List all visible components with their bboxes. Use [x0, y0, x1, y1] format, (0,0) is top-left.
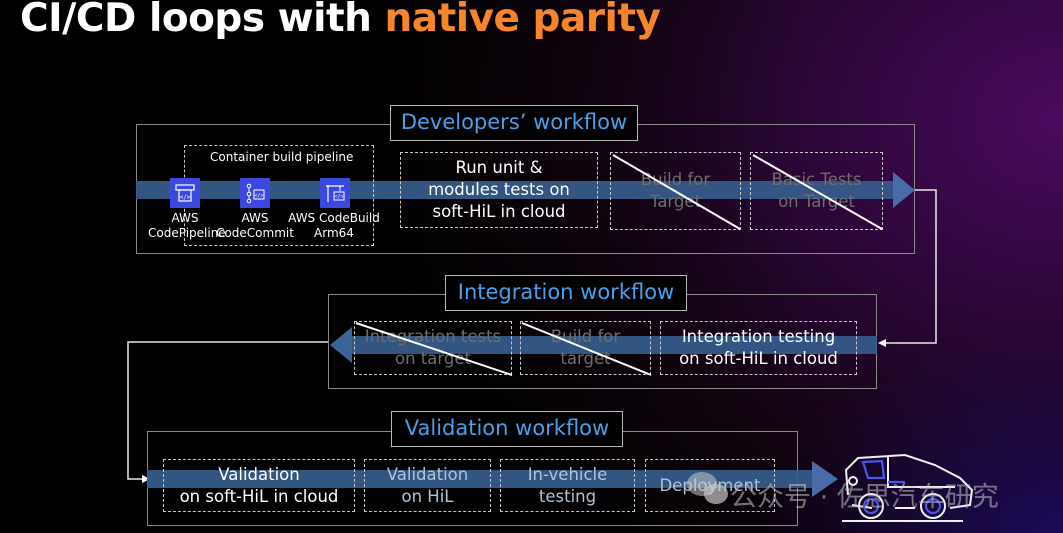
svg-text:</>: </>: [180, 194, 191, 201]
watermark-text: 公众号 · 佐思汽车研究: [730, 482, 999, 513]
svg-text:</>: </>: [254, 193, 263, 199]
title-accent: native parity: [384, 0, 661, 41]
codecommit-icon: </>: [240, 178, 270, 208]
slide-title: CI/CD loops with native parity: [20, 0, 661, 41]
codebuild-icon: </>: [320, 178, 350, 208]
validation-workflow-label: Validation workflow: [391, 411, 623, 447]
integration-workflow-label: Integration workflow: [445, 275, 687, 311]
title-main: CI/CD loops with: [20, 0, 385, 41]
container-build-pipeline-label: Container build pipeline: [210, 150, 354, 164]
connector-arrowhead-icon: [878, 339, 886, 347]
codepipeline-icon: </>: [170, 178, 200, 208]
developers-workflow-label: Developers’ workflow: [390, 105, 638, 141]
svg-text:</>: </>: [334, 194, 343, 200]
